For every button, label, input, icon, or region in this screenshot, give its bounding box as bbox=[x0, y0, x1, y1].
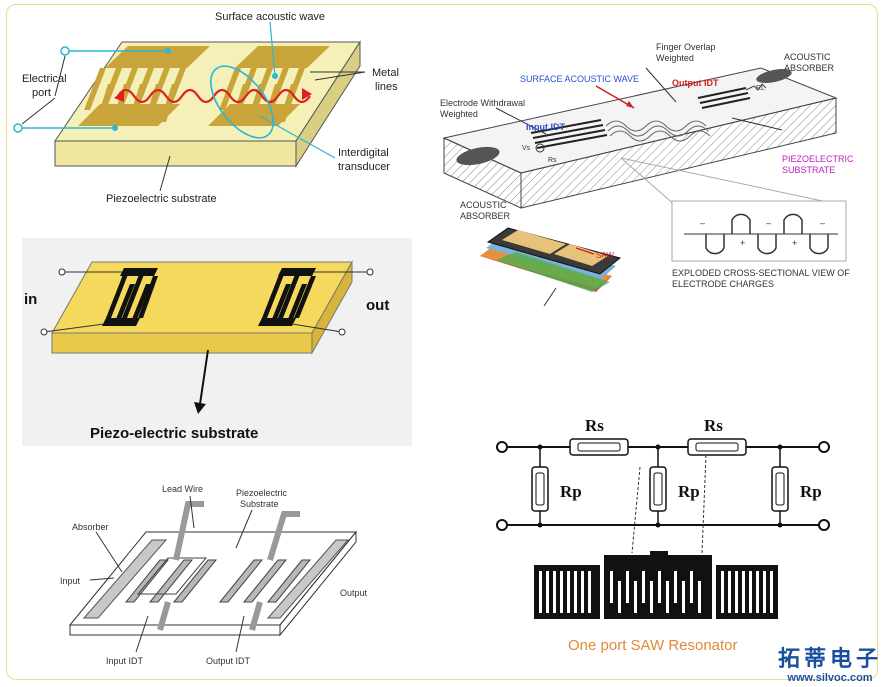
label-interdigital-1: Interdigital bbox=[338, 147, 389, 159]
lead-wire-saw-diagram: Lead Wire Piezoelectric Substrate Absorb… bbox=[56, 480, 396, 675]
transducer-highlight bbox=[210, 65, 274, 139]
page-frame bbox=[6, 4, 878, 680]
saw-device-diagram: Surface acoustic wave Electrical port Me… bbox=[10, 6, 410, 216]
label-piezo-2: Substrate bbox=[240, 499, 279, 509]
label-interdigital-2: transducer bbox=[338, 161, 390, 173]
svg-text:–: – bbox=[820, 218, 825, 228]
shunt-resonator-1 bbox=[531, 447, 549, 525]
absorber-right bbox=[756, 69, 792, 83]
label-surface-acoustic-wave: SURFACE ACOUSTIC WAVE bbox=[520, 74, 639, 84]
label-output: Output bbox=[340, 588, 368, 598]
saw-resonator-ladder-diagram: Rs Rs Rp Rp Rp One port SAW Resonator bbox=[490, 405, 840, 660]
chip-pad-right bbox=[554, 244, 608, 266]
rl-resistor bbox=[745, 83, 767, 91]
label-out: out bbox=[366, 297, 389, 314]
brand-name: 拓蒂电子 bbox=[777, 647, 882, 672]
absorber-left bbox=[456, 146, 500, 166]
label-piezo-substrate-caption: Piezo-electric substrate bbox=[90, 425, 258, 442]
label-piezo-1: Piezoelectric bbox=[236, 488, 288, 498]
label-acoustic-absorber-bottom-2: ABSORBER bbox=[460, 211, 511, 221]
shunt-resonator-2 bbox=[649, 447, 667, 525]
reflector-right bbox=[716, 565, 778, 619]
input-idt-fingers bbox=[530, 119, 608, 149]
label-in: in bbox=[24, 291, 37, 308]
label-input-idt: Input IDT bbox=[106, 656, 144, 666]
chip-pad-left bbox=[502, 230, 566, 254]
label-exploded-1: EXPLODED CROSS-SECTIONAL VIEW OF bbox=[672, 268, 850, 278]
substrate-front-yellow bbox=[51, 332, 313, 354]
label-metal-lines-2: lines bbox=[375, 81, 398, 93]
label-output-idt: Output IDT bbox=[206, 656, 251, 666]
brand-url: www.silvoc.com bbox=[787, 672, 873, 684]
weighted-saw-filter-diagram: – + – + – Finger Overlap Weighted ACOUST… bbox=[436, 38, 876, 318]
label-electrode-withdrawal-1: Electrode Withdrawal bbox=[440, 98, 525, 108]
label-input: Input bbox=[60, 576, 81, 586]
right-idt bbox=[258, 268, 316, 326]
label-rs: Rs bbox=[548, 157, 557, 164]
label-rs-left: Rs bbox=[585, 416, 604, 435]
port-terminal-2 bbox=[13, 123, 23, 133]
absorber-left-strip bbox=[82, 539, 168, 619]
svg-text:–: – bbox=[766, 218, 771, 228]
idt-right-bus-top bbox=[235, 46, 330, 68]
label-surface-acoustic-wave: Surface acoustic wave bbox=[215, 11, 325, 23]
substrate-side-yellow bbox=[311, 260, 353, 355]
reflector-left bbox=[534, 565, 600, 619]
wave-arrow-right bbox=[302, 88, 312, 100]
wave-arrow-left bbox=[114, 90, 124, 102]
resonator-idt-center bbox=[604, 551, 712, 619]
input-idt-electrodes bbox=[124, 557, 218, 603]
lead-wire-4 bbox=[249, 601, 263, 631]
label-exploded-2: ELECTRODE CHARGES bbox=[672, 279, 774, 289]
label-finger-overlap-2: Weighted bbox=[656, 53, 694, 63]
port-terminal-1 bbox=[60, 46, 70, 56]
label-rl: RL bbox=[756, 85, 765, 92]
label-rp-2: Rp bbox=[678, 482, 700, 501]
shunt-resonator-3 bbox=[771, 447, 789, 525]
svg-text:+: + bbox=[792, 238, 797, 248]
substrate-front bbox=[54, 140, 297, 167]
label-vs: Vs bbox=[522, 145, 531, 152]
label-rp-1: Rp bbox=[560, 482, 582, 501]
absorber-right-strip bbox=[266, 539, 350, 619]
left-idt bbox=[102, 268, 158, 326]
brand-watermark: 拓蒂电子 www.silvoc.com bbox=[778, 648, 882, 685]
label-piezo-substrate: Piezoelectric substrate bbox=[106, 193, 217, 205]
output-idt-fingers bbox=[697, 87, 751, 109]
slab-front bbox=[69, 624, 281, 636]
lead-wire-1 bbox=[173, 501, 204, 561]
label-piezo-2: SUBSTRATE bbox=[782, 165, 835, 175]
label-metal-lines-1: Metal bbox=[372, 67, 399, 79]
svg-text:+: + bbox=[740, 238, 745, 248]
label-electrical-port-2: port bbox=[32, 87, 51, 99]
label-resonator-caption: One port SAW Resonator bbox=[568, 637, 738, 654]
slab-side bbox=[279, 530, 357, 637]
source-vs bbox=[535, 143, 545, 153]
label-electrical-port-1: Electrical bbox=[22, 73, 67, 85]
label-finger-overlap-1: Finger Overlap bbox=[656, 42, 716, 52]
label-rp-3: Rp bbox=[800, 482, 822, 501]
series-resonator-left bbox=[569, 438, 629, 456]
label-saw: SAW bbox=[596, 251, 614, 260]
filter-substrate-front bbox=[520, 97, 837, 209]
svg-text:–: – bbox=[700, 218, 705, 228]
label-piezo-1: PIEZOELECTRIC bbox=[782, 154, 854, 164]
lead-wire-2 bbox=[157, 601, 171, 631]
series-resonator-right bbox=[687, 438, 747, 456]
label-output-idt: Output IDT bbox=[672, 78, 719, 88]
label-lead-wire: Lead Wire bbox=[162, 484, 203, 494]
piezo-substrate-diagram: in out Piezo-electric substrate bbox=[22, 238, 412, 446]
output-idt-electrodes bbox=[218, 559, 312, 603]
label-electrode-withdrawal-2: Weighted bbox=[440, 109, 478, 119]
label-input-idt: Input IDT bbox=[526, 122, 565, 132]
label-acoustic-absorber-top-2: ABSORBER bbox=[784, 63, 835, 73]
filter-wave bbox=[605, 120, 711, 142]
label-acoustic-absorber-bottom-1: ACOUSTIC bbox=[460, 200, 507, 210]
label-acoustic-absorber-top-1: ACOUSTIC bbox=[784, 52, 831, 62]
lead-wire-3 bbox=[267, 511, 300, 561]
exploded-view-box bbox=[671, 200, 847, 262]
label-absorber: Absorber bbox=[72, 522, 109, 532]
label-rs-right: Rs bbox=[704, 416, 723, 435]
substrate-side bbox=[295, 40, 361, 168]
